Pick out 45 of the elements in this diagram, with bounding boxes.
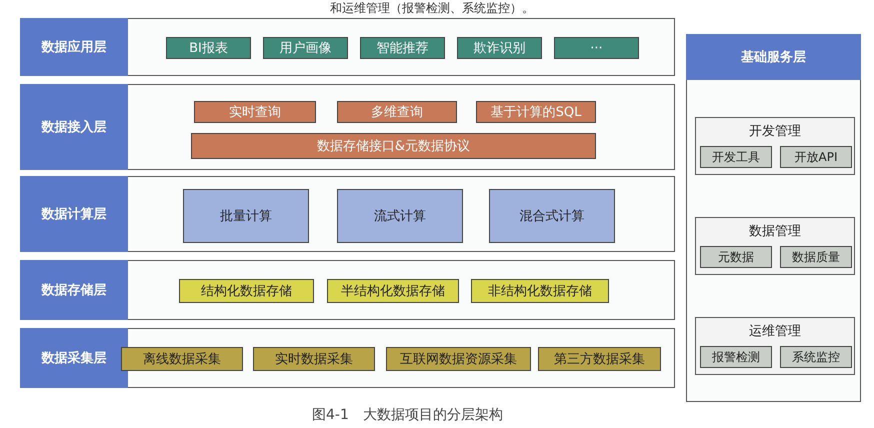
module-box: 实时查询	[194, 101, 316, 123]
module-box: 开放API	[780, 146, 852, 168]
module-box: 数据质量	[780, 246, 852, 268]
module-box: 第三方数据采集	[538, 347, 661, 371]
group-panel	[695, 117, 855, 175]
layer-panel	[20, 260, 675, 320]
module-box: 欺诈识别	[457, 37, 542, 59]
layer-label: 数据接入层	[20, 84, 128, 170]
module-box: 混合式计算	[489, 189, 615, 243]
group-panel	[695, 317, 855, 375]
module-box: 互联网数据资源采集	[386, 347, 531, 371]
group-title: 数据管理	[748, 223, 802, 240]
module-box: 实时数据采集	[253, 347, 375, 371]
layer-panel	[20, 328, 675, 388]
group-title: 开发管理	[748, 123, 802, 140]
layer-label: 数据计算层	[20, 176, 128, 252]
layer-label: 数据应用层	[20, 18, 128, 76]
module-box: 离线数据采集	[121, 347, 243, 371]
module-box: 批量计算	[183, 189, 309, 243]
module-box: 流式计算	[337, 189, 463, 243]
module-box: BI报表	[166, 37, 251, 59]
module-box: 用户画像	[263, 37, 348, 59]
layer-label: 数据采集层	[20, 328, 128, 388]
module-box: ···	[554, 37, 639, 59]
figure-caption: 图4-1 大数据项目的分层架构	[312, 406, 503, 424]
module-box: 半结构化数据存储	[327, 279, 459, 303]
layer-panel	[20, 18, 675, 76]
module-box: 系统监控	[780, 346, 852, 368]
layer-label: 基础服务层	[686, 34, 861, 80]
service-panel	[686, 34, 861, 402]
layer-panel	[20, 84, 675, 170]
module-box: 结构化数据存储	[179, 279, 314, 303]
module-box: 基于计算的SQL	[476, 101, 596, 123]
module-box: 开发工具	[700, 146, 772, 168]
module-box: 报警检测	[700, 346, 772, 368]
module-box: 智能推荐	[360, 37, 445, 59]
module-box: 元数据	[700, 246, 772, 268]
group-title: 运维管理	[748, 323, 802, 340]
module-box: 数据存储接口&元数据协议	[191, 133, 596, 159]
layer-label: 数据存储层	[20, 260, 128, 320]
module-box: 非结构化数据存储	[471, 279, 609, 303]
layer-panel	[20, 176, 675, 252]
group-panel	[695, 217, 855, 275]
body-text: 和运维管理（报警检测、系统监控）。	[330, 0, 534, 17]
module-box: 多维查询	[337, 101, 457, 123]
